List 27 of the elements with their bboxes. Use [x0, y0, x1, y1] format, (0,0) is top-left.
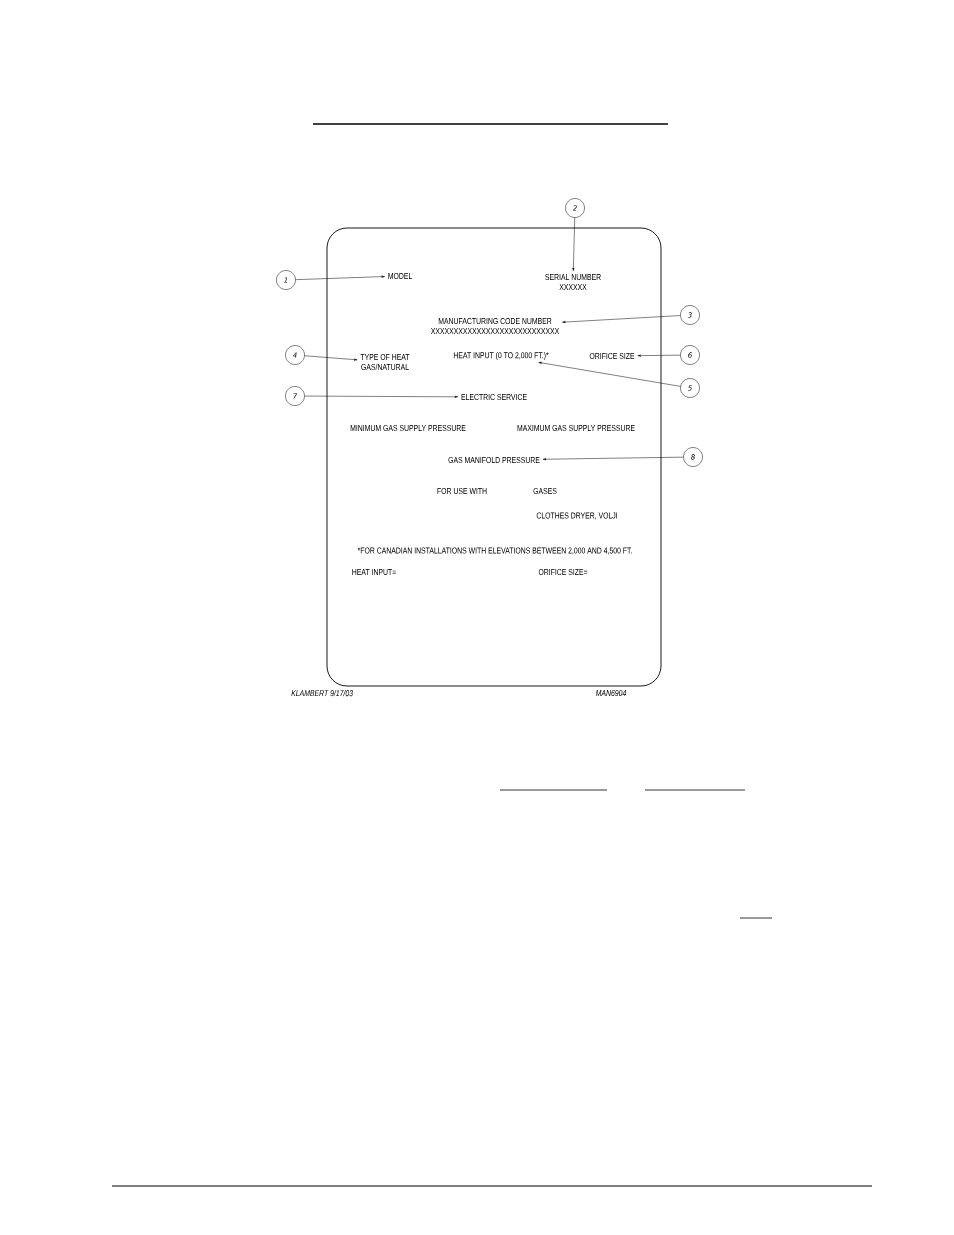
- leader-line: [542, 456, 684, 461]
- plate-text: MANUFACTURING CODE NUMBER XXXXXXXXXXXXXXXXXXXXXXXXXXXX: [430, 318, 560, 334]
- plate-text: ORIFICE SIZE=: [538, 568, 588, 576]
- plate-text: TYPE OF HEAT GAS/NATURAL: [360, 353, 410, 371]
- leader-line: [538, 361, 681, 387]
- plate-text: MINIMUM GAS SUPPLY PRESSURE: [350, 424, 466, 432]
- plate-text: CLOTHES DRYER, VOLJI: [536, 512, 617, 520]
- plate-text: ELECTRIC SERVICE: [461, 393, 527, 401]
- plate-text: HEAT INPUT (0 TO 2,000 FT.)*: [453, 352, 549, 360]
- leader-line: [304, 395, 458, 398]
- plate-text: KLAMBERT 9/17/03: [291, 689, 353, 697]
- plate-text: SERIAL NUMBER XXXXXX: [545, 274, 601, 290]
- leader-line: [295, 275, 385, 280]
- leader-line: [304, 355, 358, 361]
- plate-text: MAXIMUM GAS SUPPLY PRESSURE: [517, 424, 635, 432]
- leader-line: [637, 354, 681, 357]
- plate-text: ORIFICE SIZE: [589, 352, 635, 360]
- plate-text: MAN6904: [595, 689, 627, 697]
- plate-text: GAS MANIFOLD PRESSURE: [448, 456, 540, 464]
- leader-line: [562, 315, 681, 323]
- leader-line: [572, 217, 575, 271]
- plate-text: HEAT INPUT=: [352, 569, 396, 575]
- plate-text: MODEL: [388, 272, 412, 280]
- plate-text: *FOR CANADIAN INSTALLATIONS WITH ELEVATIONS BETWEEN 2,000 AND 4,500 FT.: [357, 547, 632, 555]
- plate-text: FOR USE WITH: [437, 487, 487, 495]
- plate-text: GASES: [533, 487, 557, 495]
- nameplate-outline: [326, 227, 662, 687]
